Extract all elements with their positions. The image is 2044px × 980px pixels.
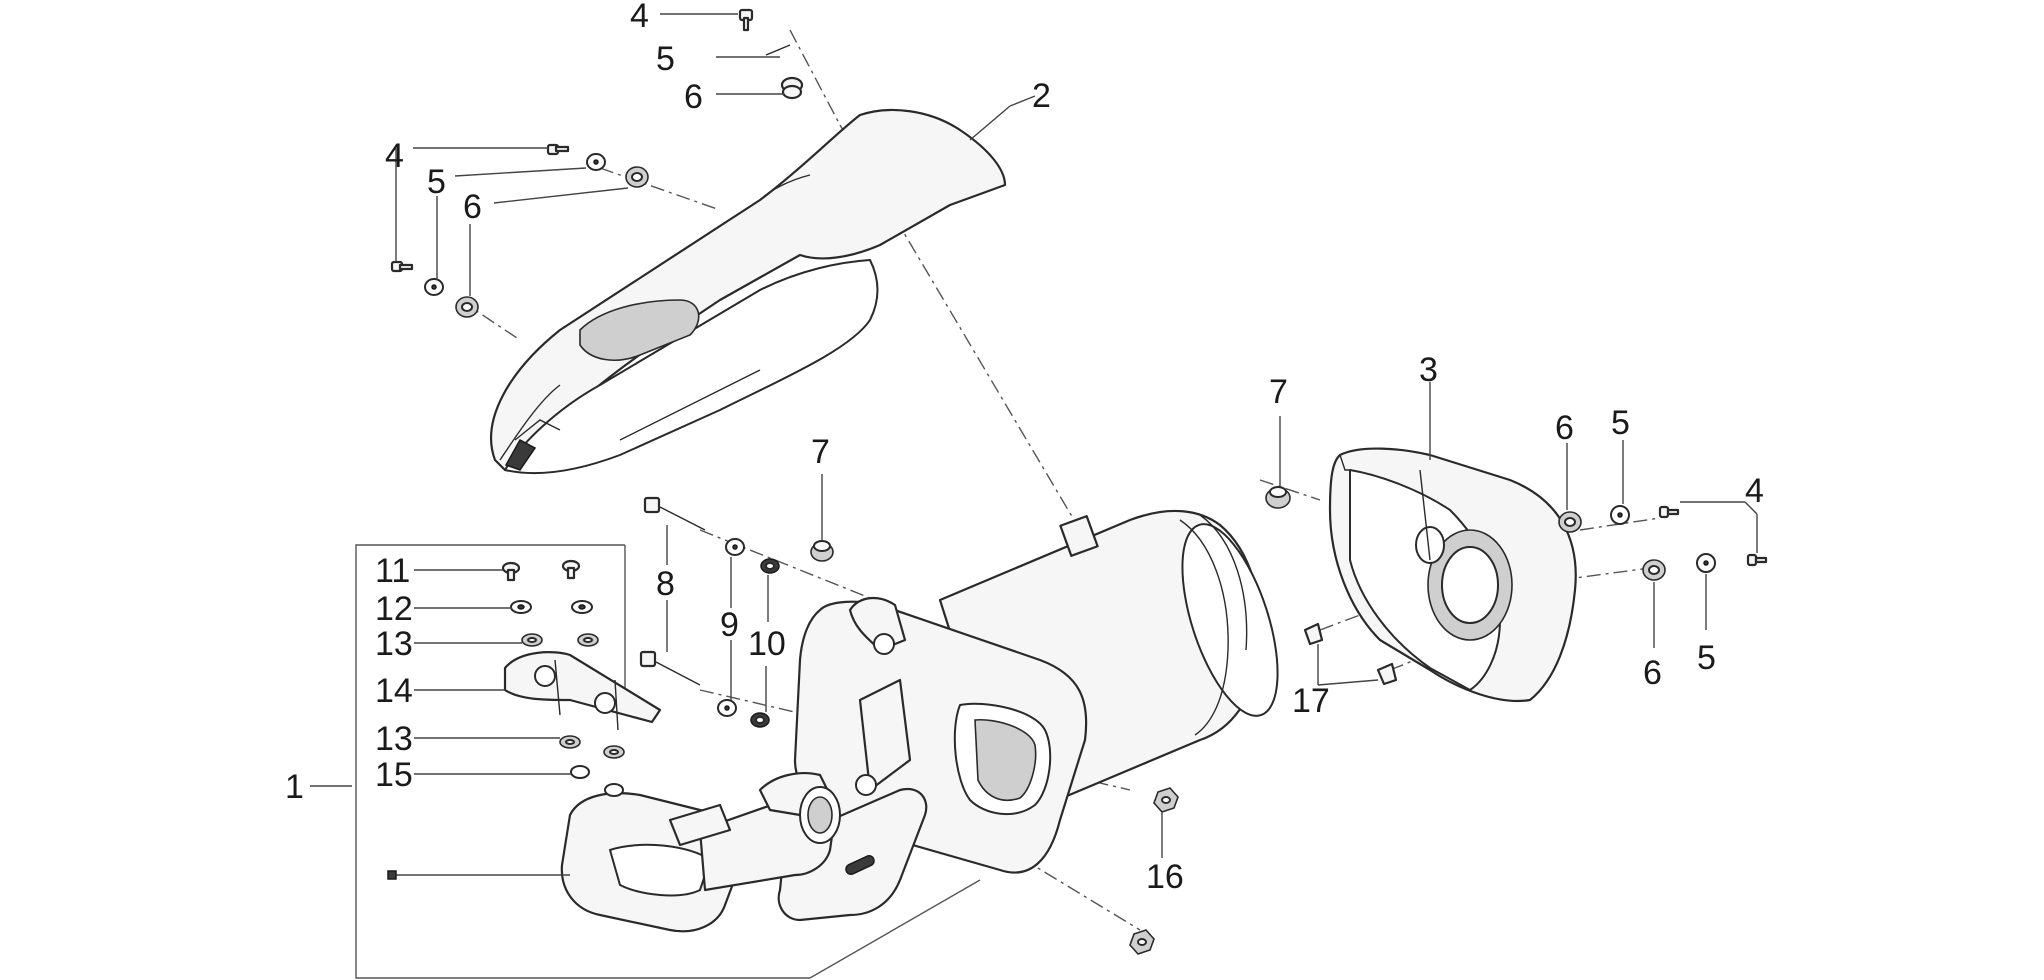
washer-9-upper <box>725 538 745 556</box>
callout-6-right-lower: 6 <box>1643 654 1662 692</box>
callout-4-left: 4 <box>385 137 404 175</box>
right-washer-5-upper <box>1610 505 1630 525</box>
left-washer-5-lower <box>424 278 444 296</box>
callout-15: 15 <box>375 756 413 794</box>
leader-lines <box>310 13 1758 880</box>
callout-5-right-lower: 5 <box>1697 639 1716 677</box>
left-grommet-6-lower <box>455 296 479 318</box>
callout-4-top: 4 <box>630 0 649 35</box>
callout-12: 12 <box>375 590 413 628</box>
spacer-13-lower-left <box>559 735 581 749</box>
top-washer-5 <box>765 44 791 56</box>
washer-9-lower <box>717 699 737 717</box>
callout-16: 16 <box>1146 858 1184 896</box>
callout-3: 3 <box>1419 351 1438 389</box>
callout-6-right-upper: 6 <box>1555 409 1574 447</box>
callout-13-lower: 13 <box>375 720 413 758</box>
callout-7-right: 7 <box>1269 373 1288 411</box>
callout-6-left: 6 <box>463 188 482 226</box>
washer-15-right <box>604 783 624 797</box>
callout-8: 8 <box>656 565 675 603</box>
left-bolt-4-upper <box>546 143 570 156</box>
lock-washer-10-lower <box>750 712 770 728</box>
muffler-body <box>777 509 1279 922</box>
exhaust-pipe <box>560 772 841 933</box>
callout-4-right: 4 <box>1745 472 1764 510</box>
end-cap-cover <box>1328 447 1577 702</box>
callout-11: 11 <box>375 552 410 590</box>
callout-7-middle: 7 <box>811 433 830 471</box>
assembly-bracket-frame <box>355 544 981 979</box>
spacer-13-upper-left <box>521 633 543 647</box>
spacer-13-upper-right <box>577 633 599 647</box>
callout-17: 17 <box>1292 682 1330 720</box>
right-grommet-6-upper <box>1558 511 1582 533</box>
top-bolt-4 <box>738 8 754 32</box>
spacer-13-lower-right <box>603 745 625 759</box>
nut-16-lower <box>1129 929 1155 955</box>
nut-16-upper <box>1153 787 1179 813</box>
callout-5-left: 5 <box>427 163 446 201</box>
callout-2: 2 <box>1032 77 1051 115</box>
clip-17-lower <box>1376 662 1398 686</box>
screw-11-right <box>561 559 581 580</box>
washer-12-right <box>571 600 593 614</box>
left-washer-5-upper <box>586 153 606 171</box>
callout-labels: 4 5 6 2 4 5 6 7 7 3 6 5 4 6 5 8 9 10 11 … <box>285 0 1764 896</box>
right-bolt-4-upper <box>1658 505 1680 519</box>
left-grommet-6-upper <box>625 166 649 188</box>
long-bolt-8-lower <box>639 650 701 686</box>
pipe-heat-shield-plate <box>503 651 662 731</box>
right-washer-5-lower <box>1696 553 1716 573</box>
callout-1: 1 <box>285 768 304 806</box>
washer-12-left <box>510 600 532 614</box>
lock-washer-10-upper <box>760 558 780 574</box>
callout-14: 14 <box>375 672 413 710</box>
grommet-7-middle <box>810 540 834 562</box>
long-bolt-8-upper <box>643 496 706 531</box>
left-bolt-4-lower <box>390 260 414 273</box>
clip-17-upper <box>1303 622 1324 646</box>
callout-5-right-upper: 5 <box>1611 404 1630 442</box>
right-grommet-6-lower <box>1642 559 1666 581</box>
callout-13-upper: 13 <box>375 625 413 663</box>
washer-15-left <box>570 765 590 779</box>
top-grommet-6 <box>780 76 804 100</box>
callout-5-top: 5 <box>656 40 675 78</box>
grommet-7-right <box>1265 486 1291 509</box>
right-bolt-4-lower <box>1746 553 1768 567</box>
callout-6-top: 6 <box>684 78 703 116</box>
callout-9: 9 <box>720 606 739 644</box>
screw-11-left <box>501 561 521 582</box>
callout-10: 10 <box>748 625 786 663</box>
heat-shield-upper <box>490 108 1007 475</box>
